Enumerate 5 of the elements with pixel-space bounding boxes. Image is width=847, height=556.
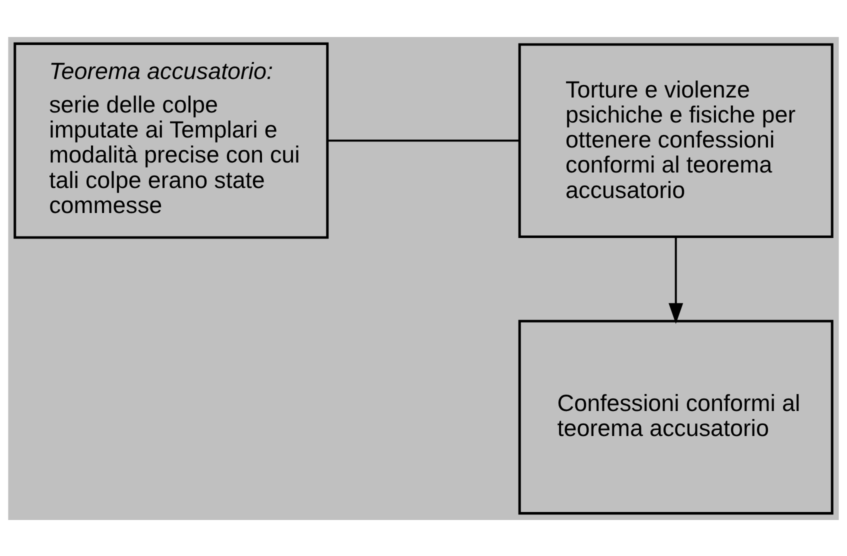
node-box: Confessioni conformi al teorema accusatorio <box>518 319 834 514</box>
connector <box>328 139 520 142</box>
arrow <box>668 236 684 324</box>
node-box: Torture e violenze psichiche e fisiche per ottenere confessioni conformi al teorema accusatorio <box>518 42 834 238</box>
node-box: Teorema accusatorio: serie delle colpe imputate ai Templari e modalità precise con cui tali colpe erano state commesse <box>14 42 329 238</box>
